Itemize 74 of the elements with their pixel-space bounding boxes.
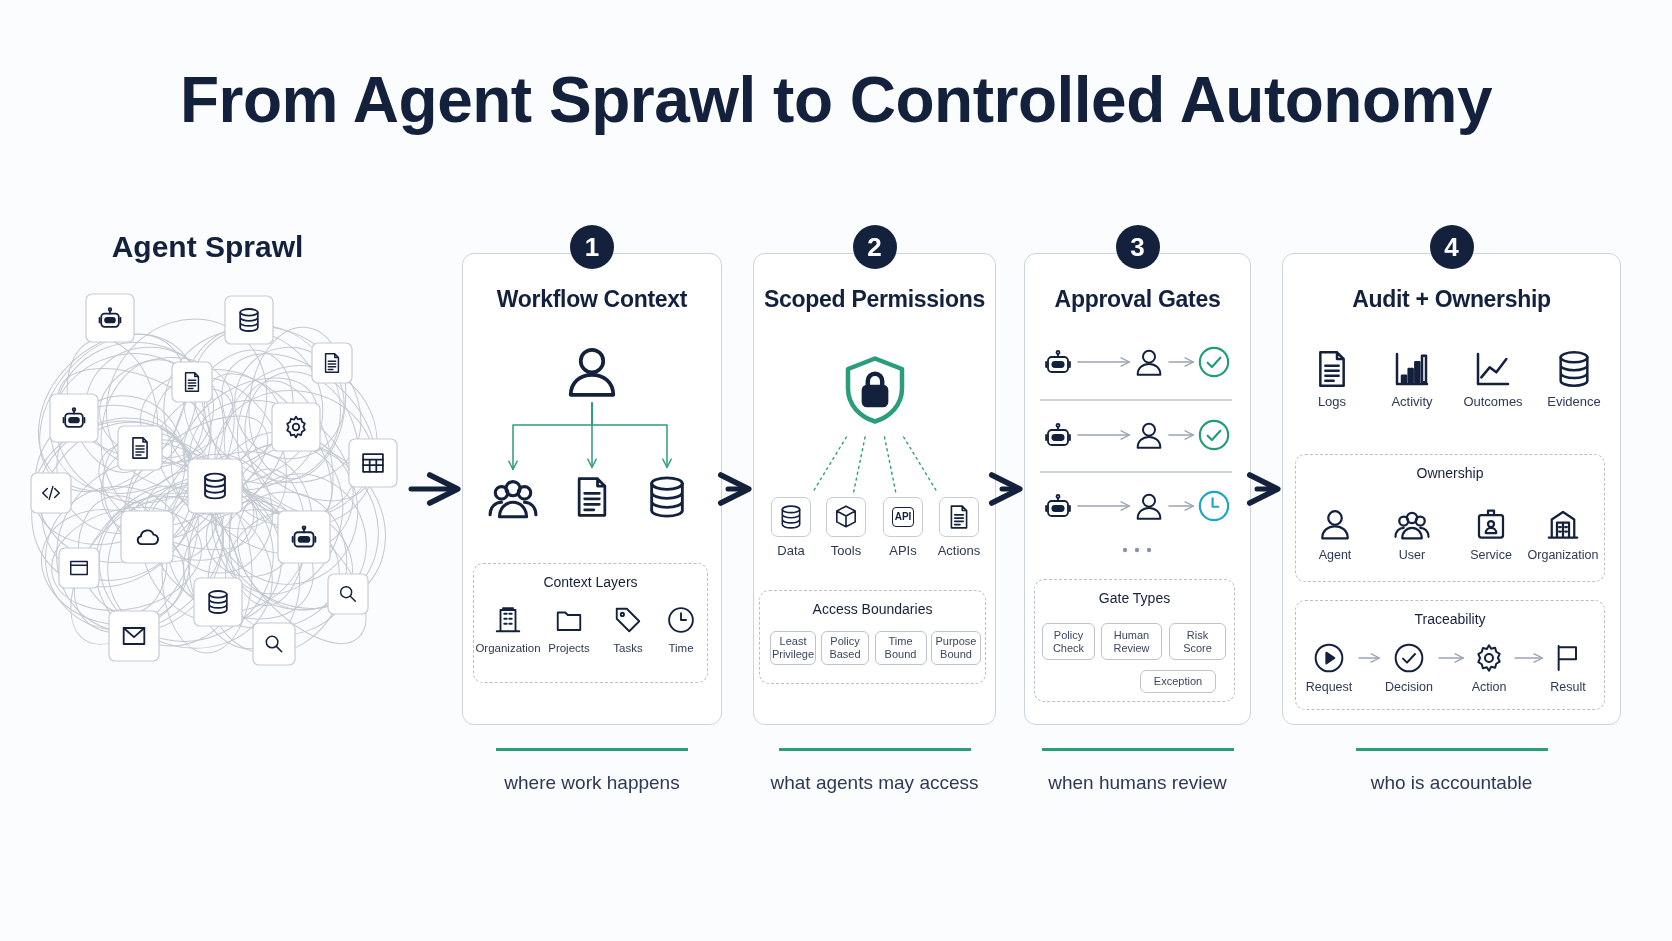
step-number-badge: 1 — [570, 225, 614, 269]
connector-line — [811, 436, 848, 494]
dashed-group-box — [1295, 600, 1605, 710]
option-chip: Risk Score — [1169, 623, 1226, 660]
panel-caption: when humans review — [1047, 771, 1228, 795]
icon-label: APIs — [889, 543, 917, 559]
icon-label: Time — [668, 641, 694, 656]
step-number-badge: 3 — [1115, 225, 1160, 269]
api-badge: API — [891, 507, 915, 527]
icon-label: Actions — [937, 543, 981, 559]
option-chip: Policy Check — [1042, 623, 1095, 660]
page-title: From Agent Sprawl to Controlled Autonomy — [178, 63, 1494, 138]
arrow — [988, 472, 1023, 506]
panel-caption: what agents may access — [769, 771, 980, 795]
option-chip: Purpose Bound — [931, 631, 981, 665]
icon-label: Logs — [1317, 394, 1347, 410]
icon-label: Tools — [830, 543, 862, 559]
dashed-group-box — [1034, 579, 1235, 702]
icon-label: Agent — [1318, 547, 1352, 563]
group-title: Gate Types — [1097, 589, 1172, 607]
group-title: Context Layers — [542, 573, 639, 591]
group-title: Ownership — [1415, 464, 1485, 482]
arrow — [1077, 430, 1131, 440]
option-chip: Time Bound — [874, 631, 927, 665]
clock-icon — [1197, 489, 1231, 523]
panel-title: Scoped Permissions — [763, 285, 986, 314]
arrow — [1168, 501, 1195, 511]
check-circle-icon — [1197, 345, 1231, 379]
arrow — [408, 472, 461, 506]
panel-title: Approval Gates — [1053, 285, 1222, 314]
section-title: Agent Sprawl — [110, 229, 305, 265]
icon-label: Organization — [1527, 547, 1599, 563]
icon-label: Decision — [1385, 679, 1433, 695]
panel-title: Workflow Context — [495, 285, 689, 314]
icon-label: User — [1398, 547, 1426, 563]
dashed-group-box — [473, 563, 708, 683]
arrow — [1077, 357, 1131, 367]
arrow — [717, 472, 752, 506]
option-chip: Exception — [1140, 670, 1216, 693]
icon-label: Evidence — [1547, 394, 1601, 410]
arrow — [1358, 653, 1381, 663]
dashed-group-box — [759, 590, 986, 684]
icon-label: Outcomes — [1463, 394, 1523, 410]
arrow — [591, 402, 672, 469]
arrow — [1438, 653, 1465, 663]
arrow — [1168, 430, 1195, 440]
arrow — [1246, 472, 1281, 506]
option-chip: Least Privilege — [770, 631, 816, 665]
icon-label: Organization — [475, 641, 541, 656]
check-circle-icon — [1197, 418, 1231, 452]
arrow — [1168, 357, 1195, 367]
connector-line — [852, 436, 866, 494]
step-number-badge: 4 — [1429, 225, 1474, 269]
icon-label: Result — [1550, 679, 1586, 695]
icon-label: Projects — [548, 641, 590, 656]
arrow — [1514, 653, 1544, 663]
option-chip: Human Review — [1101, 623, 1162, 660]
icon-label: Service — [1470, 547, 1512, 563]
panel-caption: who is accountable — [1369, 771, 1534, 795]
icon-label: Tasks — [613, 641, 643, 656]
option-chip: Policy Based — [821, 631, 869, 665]
panel-title: Audit + Ownership — [1351, 285, 1552, 314]
step-number-badge: 2 — [852, 225, 897, 269]
dashed-group-box — [1295, 454, 1605, 582]
icon-label: Action — [1471, 679, 1507, 695]
connector-line — [883, 436, 897, 494]
connector-line — [902, 436, 939, 494]
icon-label: Data — [777, 543, 805, 559]
group-title: Traceability — [1413, 610, 1487, 628]
panel-caption: where work happens — [503, 771, 681, 795]
icon-label: Activity — [1391, 394, 1433, 410]
arrow — [1077, 501, 1131, 511]
group-title: Access Boundaries — [811, 600, 934, 618]
icon-label: Request — [1305, 679, 1353, 695]
